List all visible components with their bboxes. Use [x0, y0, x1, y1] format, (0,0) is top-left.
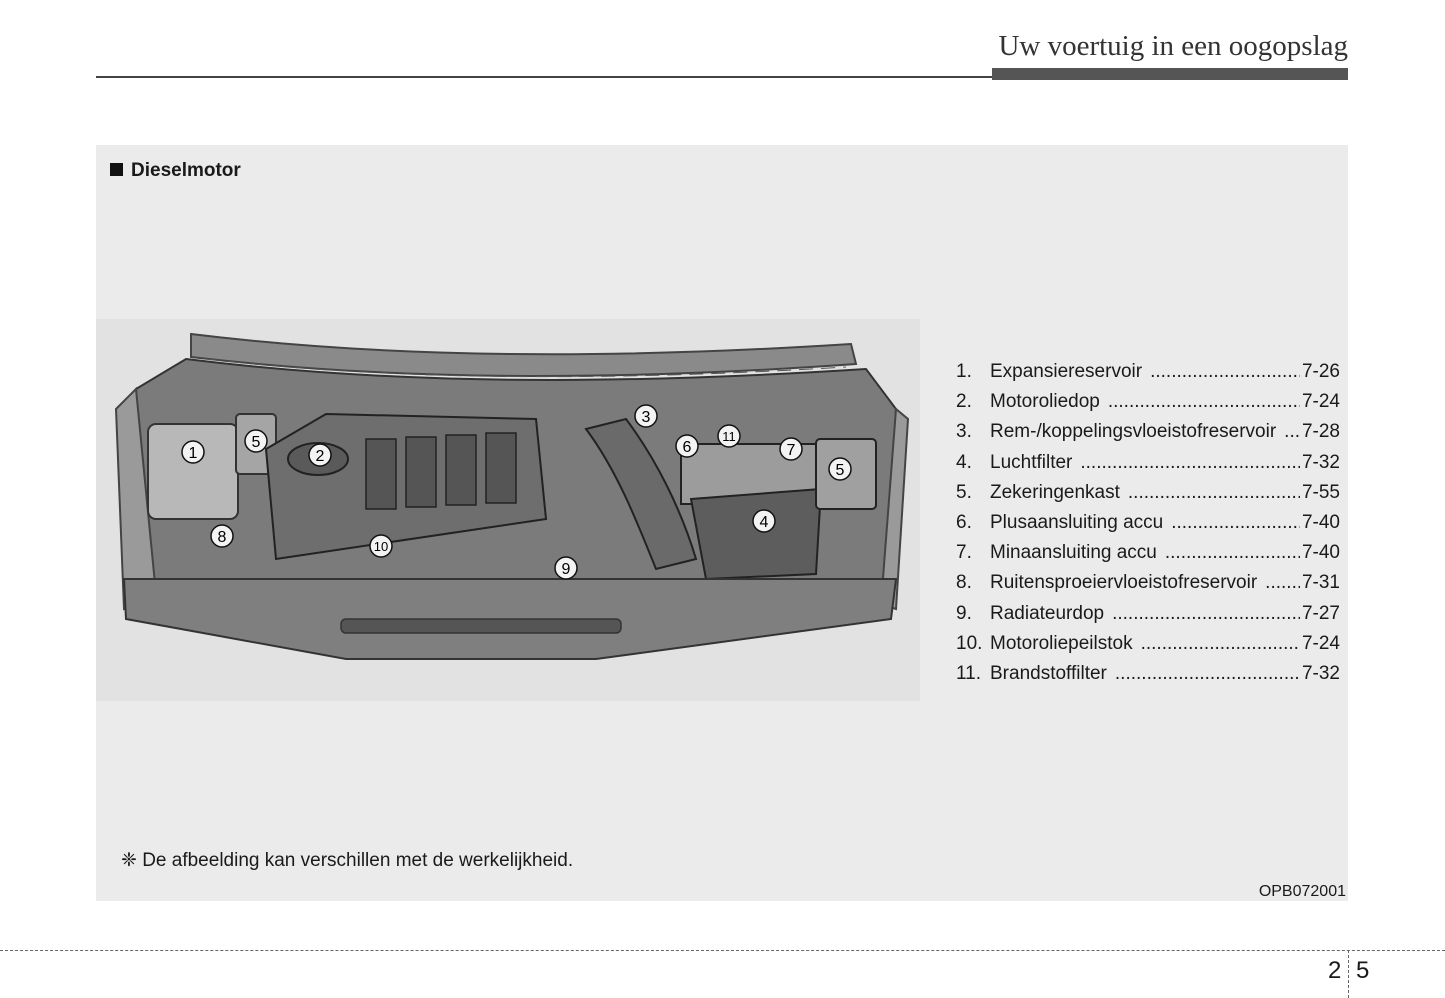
engine-bay-illustration: 1 2 3 4 5 5 6 7 8 9 10 11	[96, 319, 920, 701]
leader-dots: ........................................…	[1107, 391, 1300, 413]
legend-number: 6.	[956, 511, 972, 533]
legend-item: 6. Plusaansluiting accu .................…	[956, 508, 1340, 538]
legend-page-ref: 7-27	[1301, 602, 1340, 624]
legend-page-ref: 7-28	[1301, 421, 1340, 443]
page-section-number: 2	[1328, 957, 1342, 984]
callout-label: 9	[562, 561, 571, 578]
legend-page-ref: 7-26	[1301, 361, 1340, 382]
callout-label: 5	[252, 434, 261, 451]
callout-8: 8	[210, 524, 234, 548]
footnote-symbol: ❈	[121, 850, 137, 871]
callout-6: 6	[675, 434, 699, 458]
legend-number: 3.	[956, 421, 972, 443]
legend-label: Expansiereservoir	[990, 361, 1143, 382]
legend-item: 1. Expansiereservoir ....................…	[956, 357, 1340, 387]
section-heading: Dieselmotor	[110, 160, 241, 182]
leader-dots: ........................................…	[1164, 542, 1300, 564]
leader-dots: ........................................…	[1127, 481, 1300, 503]
legend-label: Brandstoffilter	[990, 662, 1107, 684]
content-panel: Dieselmotor	[96, 145, 1348, 901]
page-number: 5	[1356, 957, 1370, 984]
callout-7: 7	[779, 437, 803, 461]
parts-legend: 1. Expansiereservoir ....................…	[956, 357, 1340, 689]
callout-10: 10	[369, 534, 393, 558]
callout-9: 9	[554, 556, 578, 580]
legend-label: Radiateurdop	[990, 602, 1105, 624]
callout-2: 2	[308, 443, 332, 467]
legend-number: 11.	[956, 662, 982, 684]
legend-page-ref: 7-31	[1301, 572, 1340, 594]
legend-item: 7. Minaansluiting accu ..................…	[956, 538, 1340, 568]
callout-label: 8	[218, 529, 227, 546]
legend-item: 9. Radiateurdop .........................…	[956, 599, 1340, 629]
footer-divider	[0, 950, 1445, 951]
legend-number: 1.	[956, 361, 972, 382]
legend-label: Minaansluiting accu	[990, 542, 1157, 564]
header-divider	[96, 76, 1348, 78]
legend-label: Plusaansluiting accu	[990, 511, 1164, 533]
callout-label: 2	[316, 448, 325, 465]
legend-number: 9.	[956, 602, 972, 624]
legend-page-ref: 7-24	[1301, 391, 1340, 413]
legend-label: Rem-/koppelingsvloeistofreservoir	[990, 421, 1277, 443]
legend-item: 10. Motoroliepeilstok ...................…	[956, 629, 1340, 659]
leader-dots: ........................................…	[1140, 632, 1300, 654]
callout-label: 6	[683, 439, 692, 456]
callout-label: 5	[836, 462, 845, 479]
callout-label: 3	[642, 409, 651, 426]
legend-page-ref: 7-32	[1301, 662, 1340, 684]
legend-item: 2. Motoroliedop .........................…	[956, 387, 1340, 417]
legend-number: 2.	[956, 391, 972, 413]
legend-page-ref: 7-40	[1301, 511, 1340, 533]
legend-item: 4. Luchtfilter ..........................…	[956, 448, 1340, 478]
legend-number: 7.	[956, 542, 972, 564]
legend-label: Motoroliepeilstok	[990, 632, 1133, 654]
legend-item: 8. Ruitensproeiervloeistofreservoir .....…	[956, 568, 1340, 598]
callout-3: 3	[634, 404, 658, 428]
callout-label: 4	[760, 514, 769, 531]
leader-dots: ........................................…	[1150, 361, 1300, 382]
header-accent-bar	[992, 68, 1348, 80]
page-header-title: Uw voertuig in een oogopslag	[998, 30, 1348, 62]
legend-item: 11. Brandstoffilter .....................…	[956, 659, 1340, 689]
callout-label: 1	[189, 445, 198, 462]
callout-label: 11	[722, 429, 736, 444]
callout-label: 10	[374, 539, 388, 554]
page-number-divider	[1348, 950, 1349, 998]
legend-page-ref: 7-40	[1301, 542, 1340, 564]
leader-dots: ........................................…	[1171, 511, 1300, 533]
legend-page-ref: 7-24	[1301, 632, 1340, 654]
engine-bay-drawing: 1 2 3 4 5 5 6 7 8 9 10 11	[114, 332, 910, 660]
footnote-text: De afbeelding kan verschillen met de wer…	[142, 850, 574, 871]
leader-dots: ........................................…	[1265, 572, 1300, 594]
leader-dots: ........................................…	[1114, 662, 1300, 684]
legend-number: 4.	[956, 451, 972, 473]
legend-label: Motoroliedop	[990, 391, 1100, 413]
callout-11: 11	[717, 424, 741, 448]
figure-code: OPB072001	[1258, 883, 1346, 900]
legend-item: 3. Rem-/koppelingsvloeistofreservoir ....…	[956, 417, 1340, 447]
callout-1: 1	[181, 440, 205, 464]
leader-dots: ........................................…	[1284, 421, 1300, 443]
legend-label: Zekeringenkast	[990, 481, 1120, 503]
legend-label: Ruitensproeiervloeistofreservoir	[990, 572, 1258, 594]
square-bullet-icon	[110, 163, 123, 176]
callout-4: 4	[752, 509, 776, 533]
legend-number: 10.	[956, 632, 983, 654]
callout-5-right: 5	[828, 457, 852, 481]
legend-number: 5.	[956, 481, 972, 503]
callout-5-left: 5	[244, 429, 268, 453]
legend-page-ref: 7-55	[1301, 481, 1340, 503]
leader-dots: ........................................…	[1112, 602, 1300, 624]
legend-number: 8.	[956, 572, 972, 594]
legend-page-ref: 7-32	[1301, 451, 1340, 473]
footnote: ❈ De afbeelding kan verschillen met de w…	[121, 849, 573, 872]
legend-item: 5. Zekeringenkast .......................…	[956, 478, 1340, 508]
legend-label: Luchtfilter	[990, 451, 1073, 473]
leader-dots: ........................................…	[1080, 451, 1300, 473]
section-heading-text: Dieselmotor	[131, 160, 241, 181]
callout-label: 7	[787, 442, 796, 459]
